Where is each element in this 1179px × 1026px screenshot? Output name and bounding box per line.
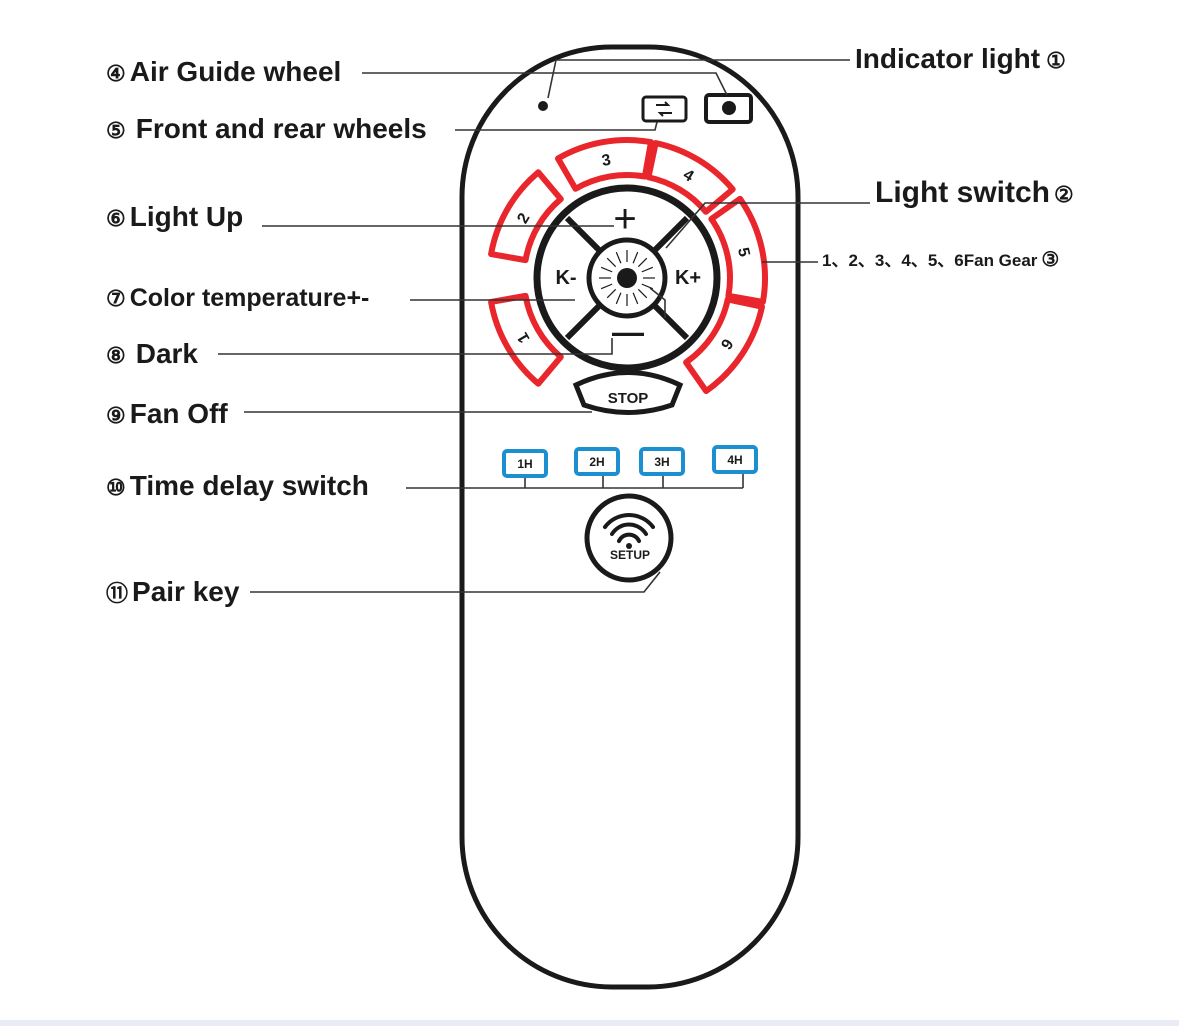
callout-number: ⑦ (106, 286, 126, 311)
fan-gear-2-button[interactable] (488, 169, 564, 264)
timer-3H-label: 3H (654, 455, 669, 469)
light-bulb-icon (599, 250, 655, 306)
air-guide-wheel-button[interactable] (704, 93, 753, 124)
pair-key-button[interactable]: SETUP (584, 493, 674, 583)
callout-text: Air Guide wheel (129, 56, 342, 87)
bottom-strip (0, 1020, 1179, 1026)
callout-number: ② (1054, 182, 1074, 207)
fan-gear-3-button[interactable] (555, 137, 654, 192)
timer-1H-button[interactable]: 1H (502, 449, 548, 478)
timer-4H-label: 4H (727, 453, 742, 467)
callout-number: ⑧ (106, 343, 126, 368)
callout-number: ⑨ (106, 403, 126, 428)
color-temp-minus-label[interactable]: K- (555, 267, 576, 289)
callout-number: ⑩ (106, 475, 126, 500)
fan-gear-3-label: 3 (600, 152, 612, 170)
fan-gear-4-button[interactable] (645, 140, 736, 215)
callout-text: Pair key (132, 576, 240, 607)
callout-text: Time delay switch (129, 470, 369, 501)
fan-gear-5-button[interactable] (708, 195, 768, 305)
callout-text: Light switch (875, 176, 1050, 209)
timer-1H-label: 1H (517, 457, 532, 471)
fan-gear-6-button[interactable] (683, 296, 765, 395)
callout-text: Indicator light (855, 43, 1041, 74)
callout-text: Dark (135, 338, 198, 369)
swap-arrows-icon (656, 101, 672, 117)
callout-text: Color temperature+- (129, 284, 370, 312)
leader-lines (218, 59, 870, 593)
callout-text: Front and rear wheels (135, 113, 427, 144)
stop-button[interactable]: STOP (572, 370, 684, 415)
callout-text: Light Up (129, 201, 244, 232)
dot-icon (722, 101, 736, 115)
callout-dark: ⑧ Dark (106, 340, 198, 368)
timer-2H-button[interactable]: 2H (574, 447, 620, 476)
callout-number: ① (1046, 48, 1066, 73)
timer-buttons: 1H 2H 3H 4H (502, 445, 758, 478)
callout-number: ③ (1041, 249, 1060, 271)
callout-text: 1、2、3、4、5、6Fan Gear (822, 251, 1038, 270)
control-disc (533, 184, 721, 372)
timer-2H-label: 2H (589, 455, 604, 469)
callout-number: ⑥ (106, 206, 126, 231)
timer-3H-button[interactable]: 3H (639, 447, 685, 476)
dark-label[interactable]: — (612, 314, 644, 350)
callout-number: ⑪ (106, 581, 129, 606)
light-up-label[interactable]: + (613, 197, 636, 241)
indicator-light-icon (538, 101, 548, 111)
front-rear-wheels-button[interactable] (641, 95, 688, 123)
callout-number: ⑤ (106, 118, 126, 143)
callout-text: Fan Off (129, 398, 228, 429)
color-temp-plus-label[interactable]: K+ (675, 267, 701, 289)
wifi-icon (603, 513, 655, 543)
stop-label: STOP (608, 390, 649, 407)
setup-label: SETUP (610, 548, 650, 562)
fan-gear-5-label: 5 (734, 246, 753, 258)
callout-front-rear-wheels: ⑤ Front and rear wheels (106, 115, 427, 143)
timer-4H-button[interactable]: 4H (712, 445, 758, 474)
callout-number: ④ (106, 61, 126, 86)
fan-gear-1-button[interactable] (488, 292, 564, 387)
